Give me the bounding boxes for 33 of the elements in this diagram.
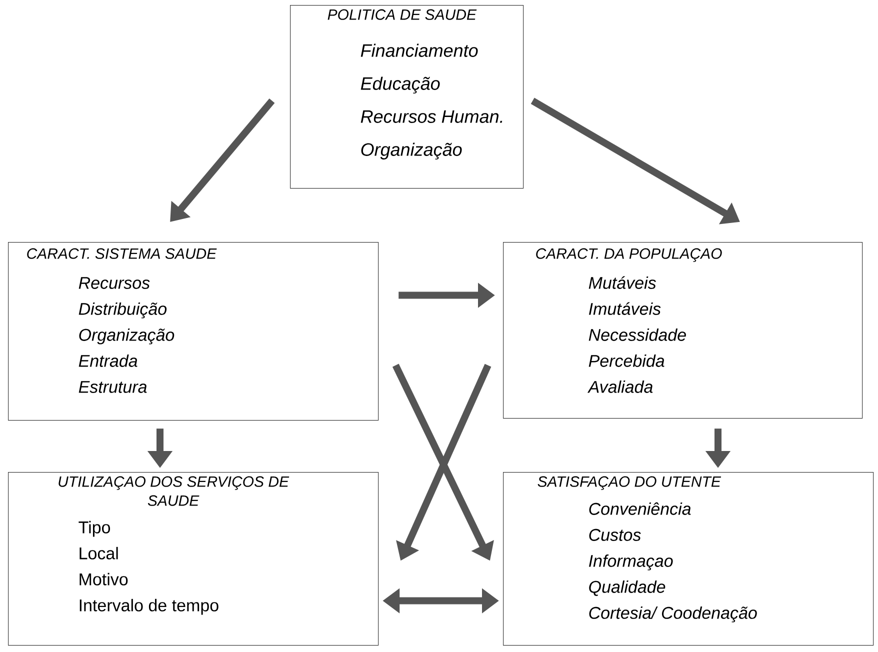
list-item: Recursos Human. — [360, 110, 502, 123]
list-item: Entrada — [78, 354, 138, 367]
list-item: Motivo — [80, 572, 128, 586]
list-item: Estrutura — [78, 381, 147, 393]
list-item: Intervalo de tempo — [80, 598, 218, 615]
box-heading: POLITICA DE SAUDE — [328, 9, 477, 20]
list-item: Necessidade — [588, 328, 686, 341]
list-item: Tipo — [78, 520, 110, 537]
list-item: Organização — [79, 328, 174, 344]
list-item: Local — [80, 546, 118, 560]
list-item: Qualidade — [589, 580, 666, 596]
text-box — [290, 5, 524, 189]
list-item: Imutáveis — [588, 302, 661, 315]
list-item: Organização — [361, 142, 462, 160]
list-item: Mutáveis — [588, 276, 656, 289]
list-item: Percebida — [588, 354, 664, 367]
box-heading: CARACT. SISTEMA SAUDE — [27, 248, 217, 259]
list-item: Educação — [360, 76, 440, 94]
box-heading: UTILIZAÇAO DOS SERVIÇOS DE SAUDE — [58, 476, 290, 506]
text-box — [8, 472, 379, 646]
list-item: Custos — [589, 528, 641, 541]
list-item: Conveniência — [589, 502, 691, 515]
list-item: Cortesia/ Coodenação — [589, 606, 757, 622]
box-heading: SATISFAÇAO DO UTENTE — [538, 476, 722, 490]
list-item: Distribuição — [78, 302, 167, 318]
text-box — [8, 242, 379, 421]
box-heading: CARACT. DA POPULAÇAO — [536, 248, 722, 262]
list-item: Financiamento — [360, 44, 478, 57]
list-item: Recursos — [78, 277, 150, 289]
list-item: Avaliada — [587, 380, 653, 393]
text-box — [503, 472, 874, 646]
text-box — [503, 242, 863, 419]
list-item: Informaçao — [588, 554, 673, 570]
